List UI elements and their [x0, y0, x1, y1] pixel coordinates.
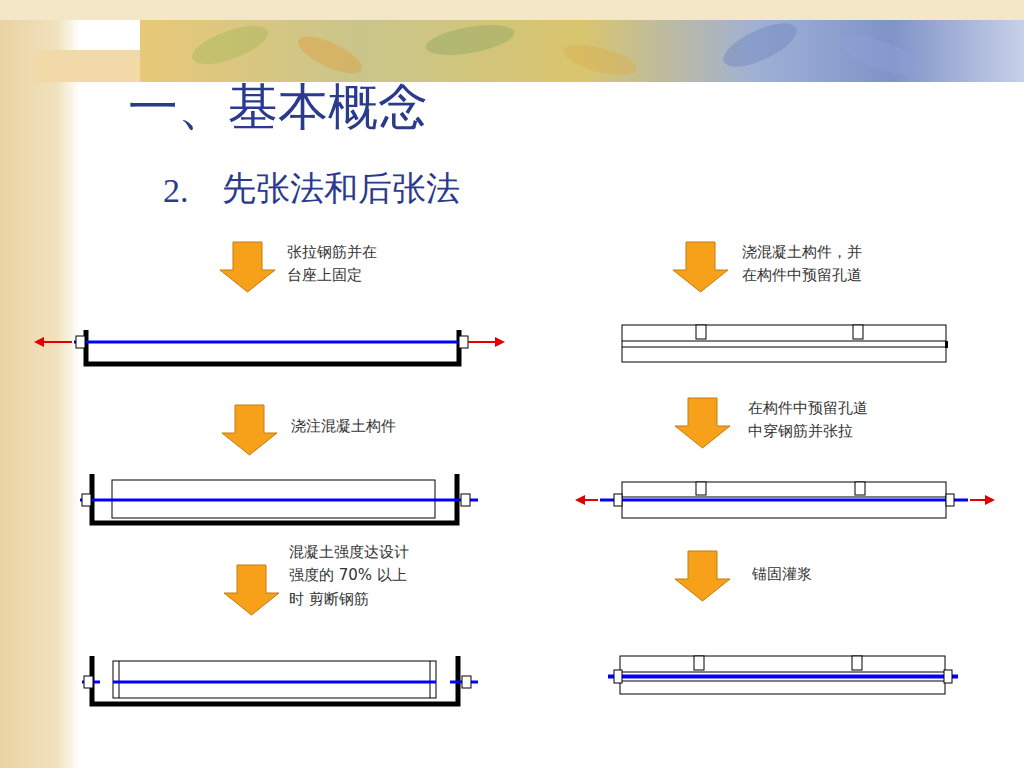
step-note: 浇混凝土构件，并 在构件中预留孔道: [742, 241, 871, 288]
posttension-step2: [575, 482, 995, 518]
pretension-step1: [34, 330, 505, 364]
header-band: [140, 20, 1024, 82]
parchment-strip: [0, 0, 80, 768]
section-number: 2.: [163, 172, 189, 209]
step-arrow: [224, 565, 279, 615]
posttension-step1: [622, 325, 948, 362]
top-strip: [0, 0, 1024, 20]
step-note: 浇注混凝土构件: [291, 415, 426, 438]
step-arrow: [675, 398, 730, 448]
step-note: 在构件中预留孔道 中穿钢筋并张拉: [748, 397, 877, 444]
pretension-step3: [82, 656, 478, 704]
pretension-step2: [80, 474, 478, 523]
posttension-step3: [608, 656, 958, 694]
content-area: [80, 82, 1024, 768]
step-arrow: [673, 242, 728, 292]
step-note: 锚固灌浆: [752, 563, 842, 586]
step-arrow: [222, 405, 277, 455]
step-note: 张拉钢筋并在 台座上固定: [287, 241, 386, 288]
step-arrow: [220, 242, 275, 292]
step-note: 混凝土强度达设计 强度的 70% 以上时 剪断钢筋: [289, 541, 420, 611]
step-arrow: [675, 551, 730, 601]
leaf-decoration: [188, 15, 925, 83]
header-block: [35, 50, 145, 82]
slide-title: 一、基本概念: [128, 80, 428, 135]
section-heading: 先张法和后张法: [222, 170, 460, 207]
